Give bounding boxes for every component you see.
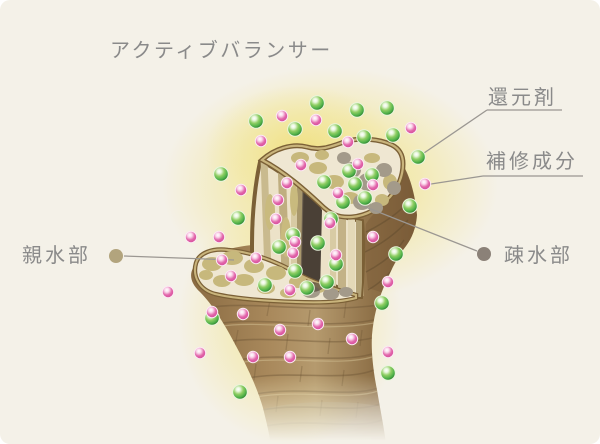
cuticle-joints (234, 299, 363, 419)
reducer-particle (374, 295, 390, 311)
repair-particle (329, 248, 343, 262)
annotations (109, 109, 583, 263)
hydrophilic-leader-line (123, 255, 235, 261)
reducer-particle (310, 235, 326, 251)
repair-particle (341, 135, 355, 149)
reducer-particle (319, 274, 335, 290)
repair-particle (351, 157, 365, 171)
hydrophobic-marker-dot (477, 247, 491, 261)
repair-particle (418, 177, 432, 191)
reducer-particle (349, 102, 365, 118)
repair-particle (236, 307, 250, 321)
repair-particle (288, 235, 302, 249)
repair-particle (309, 113, 323, 127)
repair-particle (331, 186, 345, 200)
repair-particle (345, 332, 359, 346)
repair-particle (283, 350, 297, 364)
repair-particle (323, 216, 337, 230)
reducer-particle (356, 129, 372, 145)
label-hydrophobic: 疎水部 (504, 244, 573, 267)
reducer-particle (379, 100, 395, 116)
repair-particle (286, 246, 300, 260)
label-reducer: 還元剤 (488, 86, 557, 109)
repair-leader-line (430, 175, 484, 185)
reducer-particle (309, 95, 325, 111)
repair-particle (404, 121, 418, 135)
repair-particle (212, 230, 226, 244)
repair-particle (275, 109, 289, 123)
repair-particle (311, 317, 325, 331)
repair-particle (234, 183, 248, 197)
repair-particle (193, 346, 207, 360)
repair-particle (269, 212, 283, 226)
reducer-particle (213, 166, 229, 182)
repair-particle (366, 230, 380, 244)
reducer-particle (347, 176, 363, 192)
reducer-particle (357, 190, 373, 206)
reducer-particle (287, 263, 303, 279)
repair-particle (224, 269, 238, 283)
repair-particle (249, 251, 263, 265)
repair-particle (381, 275, 395, 289)
repair-particle (215, 253, 229, 267)
repair-particle (161, 285, 175, 299)
repair-particle (273, 323, 287, 337)
repair-particle (246, 350, 260, 364)
particles-layer (161, 95, 432, 400)
reducer-particle (327, 123, 343, 139)
repair-particle (254, 134, 268, 148)
diagram-title: アクティブバランサー (110, 38, 333, 62)
reducer-leader-line (423, 109, 488, 154)
repair-particle (366, 178, 380, 192)
reducer-particle (257, 277, 273, 293)
reducer-particle (271, 239, 287, 255)
repair-particle (381, 345, 395, 359)
reducer-particle (230, 210, 246, 226)
repair-particle (271, 193, 285, 207)
repair-particle (294, 158, 308, 172)
reducer-particle (410, 149, 426, 165)
reducer-particle (385, 127, 401, 143)
reducer-particle (248, 113, 264, 129)
repair-particle (205, 305, 219, 319)
reducer-particle (287, 121, 303, 137)
reducer-particle (232, 384, 248, 400)
reducer-particle (402, 198, 418, 214)
reducer-particle (380, 365, 396, 381)
label-repair: 補修成分 (486, 150, 578, 173)
repair-particle (280, 176, 294, 190)
hydrophilic-marker-dot (109, 249, 123, 263)
reducer-particle (341, 163, 357, 179)
repair-particle (184, 230, 198, 244)
reducer-particle (316, 174, 332, 190)
reducer-particle (388, 246, 404, 262)
reducer-particle (299, 280, 315, 296)
repair-particle (283, 283, 297, 297)
label-hydrophilic: 親水部 (22, 244, 91, 267)
hydrophobic-leader-line (357, 203, 478, 252)
labels: アクティブバランサー 還元剤 補修成分 親水部 疎水部 (22, 38, 578, 267)
cuticle-texture (205, 165, 417, 444)
